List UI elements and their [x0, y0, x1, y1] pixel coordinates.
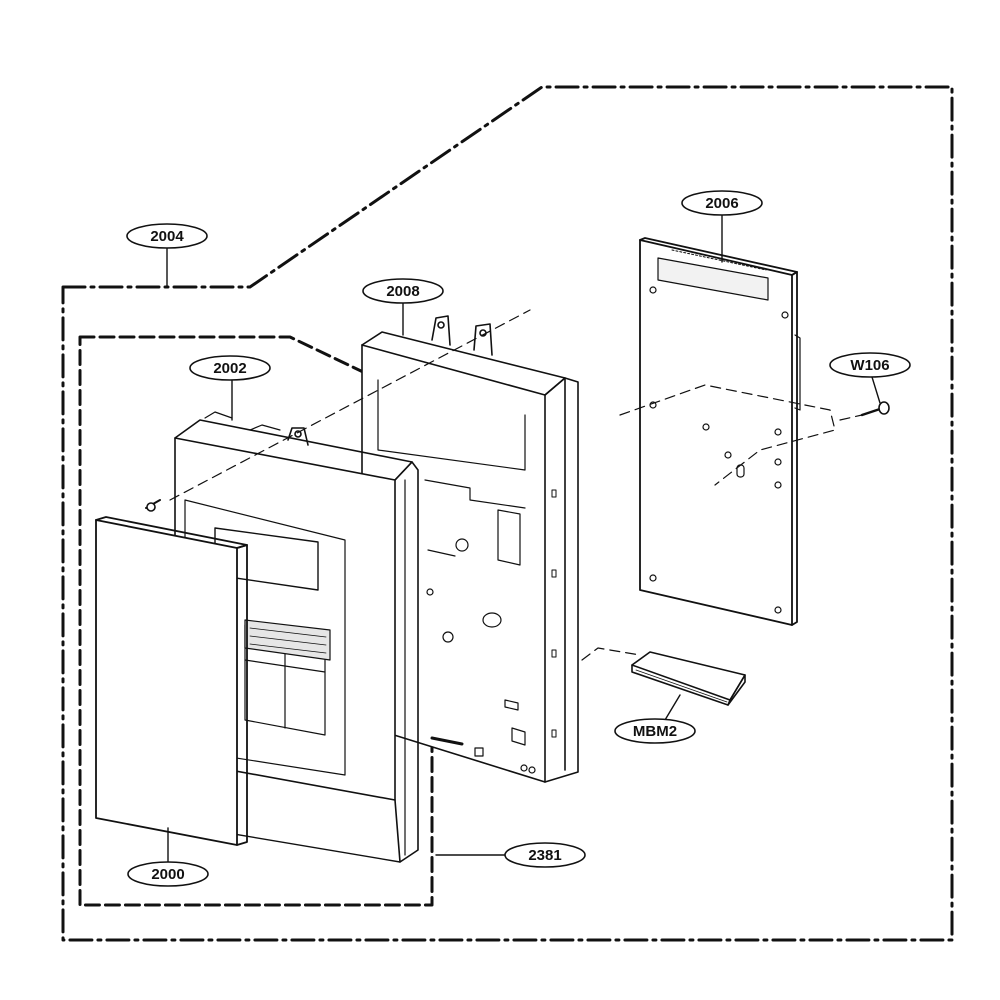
control-frame-2008	[361, 315, 579, 783]
callout-label-2008: 2008	[386, 283, 419, 300]
outer-assembly-boundary	[61, 85, 954, 942]
door-assembly-boundary	[78, 335, 434, 907]
callout-label-w106: W106	[850, 357, 889, 374]
callout-label-2002: 2002	[213, 360, 246, 377]
module-mbm2	[631, 651, 746, 706]
callouts: 2004 2008 2006 2002 W106 MBM2 2381 2000	[126, 190, 911, 887]
callout-2008: 2008	[362, 278, 444, 304]
screw-w106	[860, 401, 890, 417]
callout-2006: 2006	[681, 190, 763, 216]
callout-label-2004: 2004	[150, 228, 184, 245]
callout-2381: 2381	[504, 842, 586, 868]
pcb-2006	[639, 237, 801, 626]
callout-2002: 2002	[189, 355, 271, 381]
callout-2004: 2004	[126, 223, 208, 249]
callout-mbm2: MBM2	[614, 718, 696, 744]
callout-w106: W106	[829, 352, 911, 378]
front-panel-2000	[95, 516, 248, 846]
callout-label-mbm2: MBM2	[633, 723, 677, 740]
assembly-guide-lines	[169, 309, 863, 661]
callout-label-2000: 2000	[151, 866, 184, 883]
callout-label-2381: 2381	[528, 847, 561, 864]
callout-label-2006: 2006	[705, 195, 738, 212]
callout-2000: 2000	[127, 861, 209, 887]
